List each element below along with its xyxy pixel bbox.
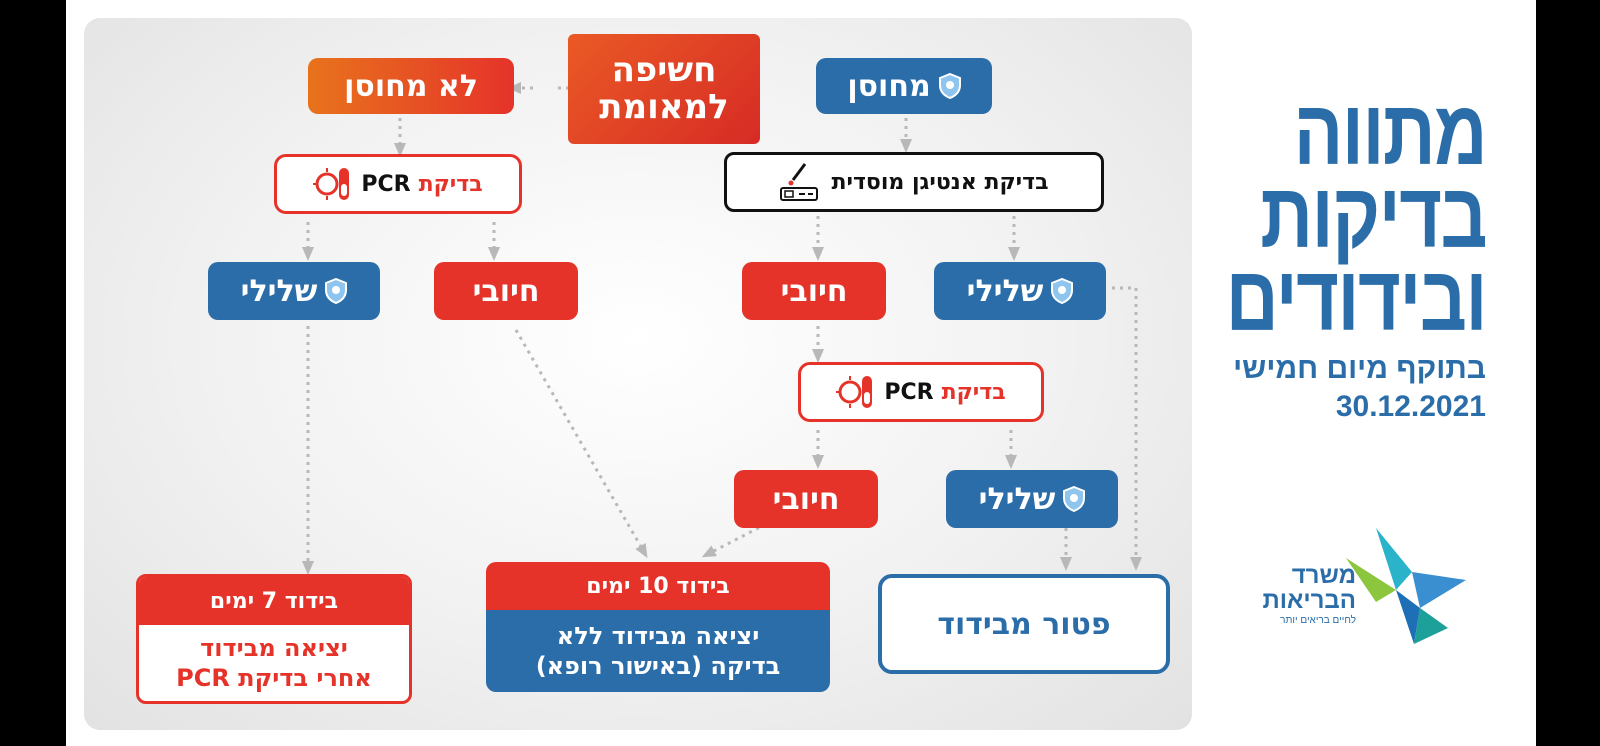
antigen-positive-label: חיובי bbox=[780, 273, 848, 309]
logo-line2: הבריאות bbox=[1262, 587, 1357, 614]
arrow-pcr-positive-to-isolation10 bbox=[701, 522, 767, 558]
page: חשיפה למאומת מחוסן לא מחוסן בדיקת אנטיגן… bbox=[66, 0, 1536, 746]
pcr-negative-label: שלילי bbox=[978, 481, 1056, 517]
shield-icon bbox=[938, 73, 961, 99]
pcr-right-word: בדיקת bbox=[941, 379, 1006, 405]
outcome-isolation-7: בידוד 7 ימים יציאה מבידוד אחרי בדיקת PCR bbox=[136, 574, 412, 704]
antigen-test-label: בדיקת אנטיגן מוסדית bbox=[831, 169, 1049, 195]
pcr-negative-node: שלילי bbox=[946, 470, 1118, 528]
pcr-tube-icon bbox=[313, 164, 353, 204]
antigen-test-icon bbox=[779, 160, 823, 204]
title-block: מתווה בדיקות ובידודים בתוקף מיום חמישי 3… bbox=[1186, 82, 1488, 425]
left-negative-label: שלילי bbox=[240, 273, 318, 309]
arrow-antigen-negative-to-exempt bbox=[1112, 286, 1142, 571]
effective-date: 30.12.2021 bbox=[1335, 389, 1486, 423]
isolation-10-header: בידוד 10 ימים bbox=[486, 562, 830, 610]
left-positive-node: חיובי bbox=[434, 262, 578, 320]
pcr-positive-node: חיובי bbox=[734, 470, 878, 528]
outcome-exempt: פטור מבידוד bbox=[878, 574, 1170, 674]
pcr-left-word: בדיקת bbox=[418, 171, 483, 197]
antigen-positive-node: חיובי bbox=[742, 262, 886, 320]
unvaccinated-node: לא מחוסן bbox=[308, 58, 514, 114]
vaccinated-label: מחוסן bbox=[847, 68, 931, 104]
left-positive-label: חיובי bbox=[472, 273, 540, 309]
ministry-logo-text: משרד הבריאות לחיים בריאים יותר bbox=[1216, 562, 1357, 627]
pcr-right-acronym: PCR bbox=[884, 379, 934, 405]
shield-icon bbox=[1063, 486, 1086, 512]
effective-line: בתוקף מיום חמישי bbox=[1233, 352, 1486, 386]
ministry-logo-icon bbox=[1346, 528, 1466, 644]
isolation-7-line1: יציאה מבידוד bbox=[200, 634, 348, 662]
pcr-test-left-node: בדיקת PCR bbox=[274, 154, 522, 214]
exempt-label: פטור מבידוד bbox=[937, 606, 1111, 642]
connector-arrows bbox=[302, 82, 1142, 575]
exposure-node: חשיפה למאומת bbox=[568, 34, 760, 144]
title-line2: בדיקות bbox=[1260, 164, 1487, 267]
logo-line1: משרד bbox=[1291, 562, 1356, 589]
antigen-negative-node: שלילי bbox=[934, 262, 1106, 320]
pcr-positive-label: חיובי bbox=[772, 481, 840, 517]
shield-icon bbox=[325, 278, 348, 304]
outcome-isolation-10: בידוד 10 ימים יציאה מבידוד ללא בדיקה (בא… bbox=[486, 562, 830, 692]
antigen-test-node: בדיקת אנטיגן מוסדית bbox=[724, 152, 1104, 212]
title-line3: ובידודים bbox=[1225, 247, 1488, 350]
pcr-tube-icon bbox=[836, 372, 876, 412]
left-negative-node: שלילי bbox=[208, 262, 380, 320]
pcr-left-acronym: PCR bbox=[361, 171, 411, 197]
isolation-7-header: בידוד 7 ימים bbox=[139, 577, 409, 625]
isolation-7-line2: אחרי בדיקת PCR bbox=[176, 664, 372, 692]
unvaccinated-label: לא מחוסן bbox=[344, 68, 478, 104]
arrow-left-positive-to-isolation10 bbox=[514, 329, 648, 559]
vaccinated-node: מחוסן bbox=[816, 58, 992, 114]
title-line1: מתווה bbox=[1293, 82, 1488, 184]
shield-icon bbox=[1051, 278, 1074, 304]
exposure-line2: למאומת bbox=[599, 87, 729, 127]
isolation-10-line1: יציאה מבידוד ללא bbox=[556, 622, 760, 650]
antigen-negative-label: שלילי bbox=[966, 273, 1044, 309]
isolation-10-line2: בדיקה (באישור רופא) bbox=[535, 652, 781, 680]
exposure-line1: חשיפה bbox=[611, 49, 717, 90]
logo-tagline: לחיים בריאים יותר bbox=[1280, 615, 1356, 627]
pcr-test-right-node: בדיקת PCR bbox=[798, 362, 1044, 422]
